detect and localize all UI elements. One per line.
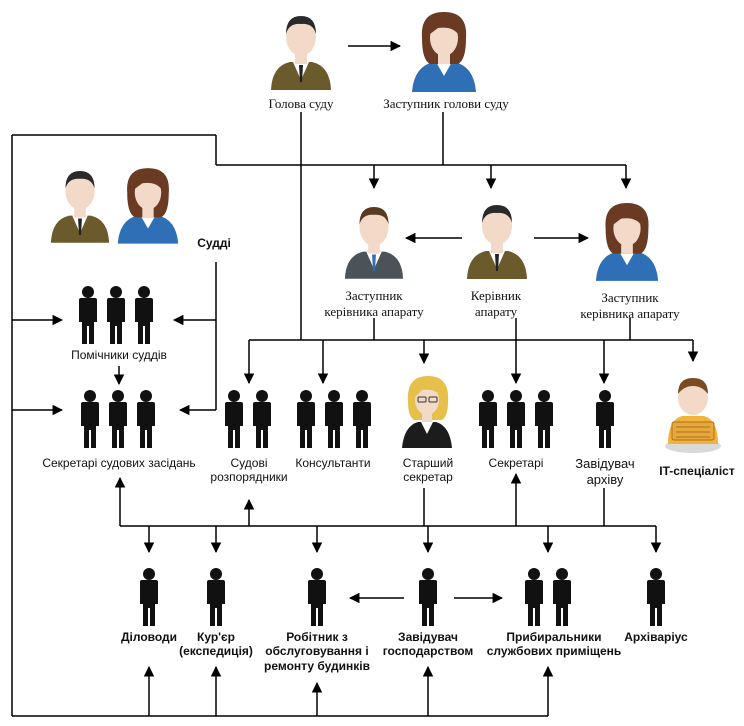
head-of-court-icon (271, 16, 331, 90)
senior-secretary-label: Старший секретар (386, 456, 470, 485)
deputy-staff-left-icon (344, 207, 404, 279)
label-line: Старший (402, 456, 454, 470)
archive-head-label: Завідувач архіву (560, 456, 650, 487)
label-line: розпорядники (210, 470, 288, 485)
archivist-label: Архіваріус (624, 630, 688, 644)
label-line: секретар (403, 470, 453, 485)
maintenance-worker-label: Робітник з обслуговування і ремонту буди… (262, 630, 372, 673)
archive-head-icon (596, 390, 614, 448)
label-line: апарату (474, 303, 518, 319)
courier-icon (207, 568, 225, 626)
head-label: Голова суду (268, 96, 334, 111)
cleaners-icon (525, 568, 571, 626)
label-line: господарством (382, 644, 474, 659)
label-line: (експедиція) (179, 644, 253, 659)
court-secretaries-icon (81, 390, 155, 448)
judges-label: Судді (197, 236, 231, 250)
label-line: архіву (586, 471, 624, 487)
archivist-icon (647, 568, 665, 626)
staff-chief-label: Керівник апарату (456, 288, 536, 319)
court-secretaries-label: Секретарі судових засідань (42, 456, 196, 470)
facility-manager-label: Завідувач господарством (378, 630, 478, 659)
maintenance-worker-icon (308, 568, 326, 626)
consultants-label: Консультанти (295, 456, 371, 470)
cleaners-label: Прибиральники службових приміщень (484, 630, 624, 659)
label-line: Кур'єр (197, 630, 235, 644)
label-line: службових приміщень (486, 644, 622, 659)
label-line: Керівник (470, 288, 522, 303)
facility-manager-icon (419, 568, 437, 626)
secretaries-label: Секретарі (488, 456, 544, 470)
secretaries-icon (479, 390, 553, 448)
deputy-staff-right-label: Заступник керівника апарату (570, 290, 690, 321)
court-clerks-label: Судові розпорядники (204, 456, 294, 485)
office-clerks-label: Діловоди (120, 630, 178, 644)
judge-assistants-icon (79, 286, 153, 344)
deputy-head-icon (412, 12, 476, 92)
consultants-icon (297, 390, 371, 448)
label-line: керівника апарату (580, 305, 680, 321)
judge-female-icon (117, 168, 179, 244)
label-line: ремонту будинків (264, 658, 370, 673)
label-line: Судові (230, 456, 268, 470)
label-line: обслуговування і (265, 644, 369, 659)
staff-chief-icon (467, 205, 527, 279)
label-line: Завідувач (398, 630, 458, 644)
senior-secretary-icon (402, 376, 452, 448)
it-specialist-icon (665, 378, 721, 453)
courier-label: Кур'єр (експедиція) (170, 630, 262, 659)
label-line: Робітник з (286, 630, 348, 644)
label-line: керівника апарату (324, 303, 424, 319)
label-line: Прибиральники (506, 630, 602, 644)
office-clerks-icon (140, 568, 158, 626)
judge-assistants-label: Помічники суддів (71, 348, 167, 362)
it-specialist-label: IT-спеціаліст (659, 464, 735, 478)
deputy-staff-left-label: Заступник керівника апарату (314, 288, 434, 319)
label-line: Заступник (601, 290, 659, 305)
judge-male-icon (50, 171, 110, 243)
court-clerks-icon (225, 390, 271, 448)
label-line: Заступник (345, 288, 403, 303)
deputy-staff-right-icon (595, 203, 659, 281)
deputy-head-label: Заступник голови суду (383, 96, 509, 111)
label-line: Завідувач (575, 456, 635, 471)
